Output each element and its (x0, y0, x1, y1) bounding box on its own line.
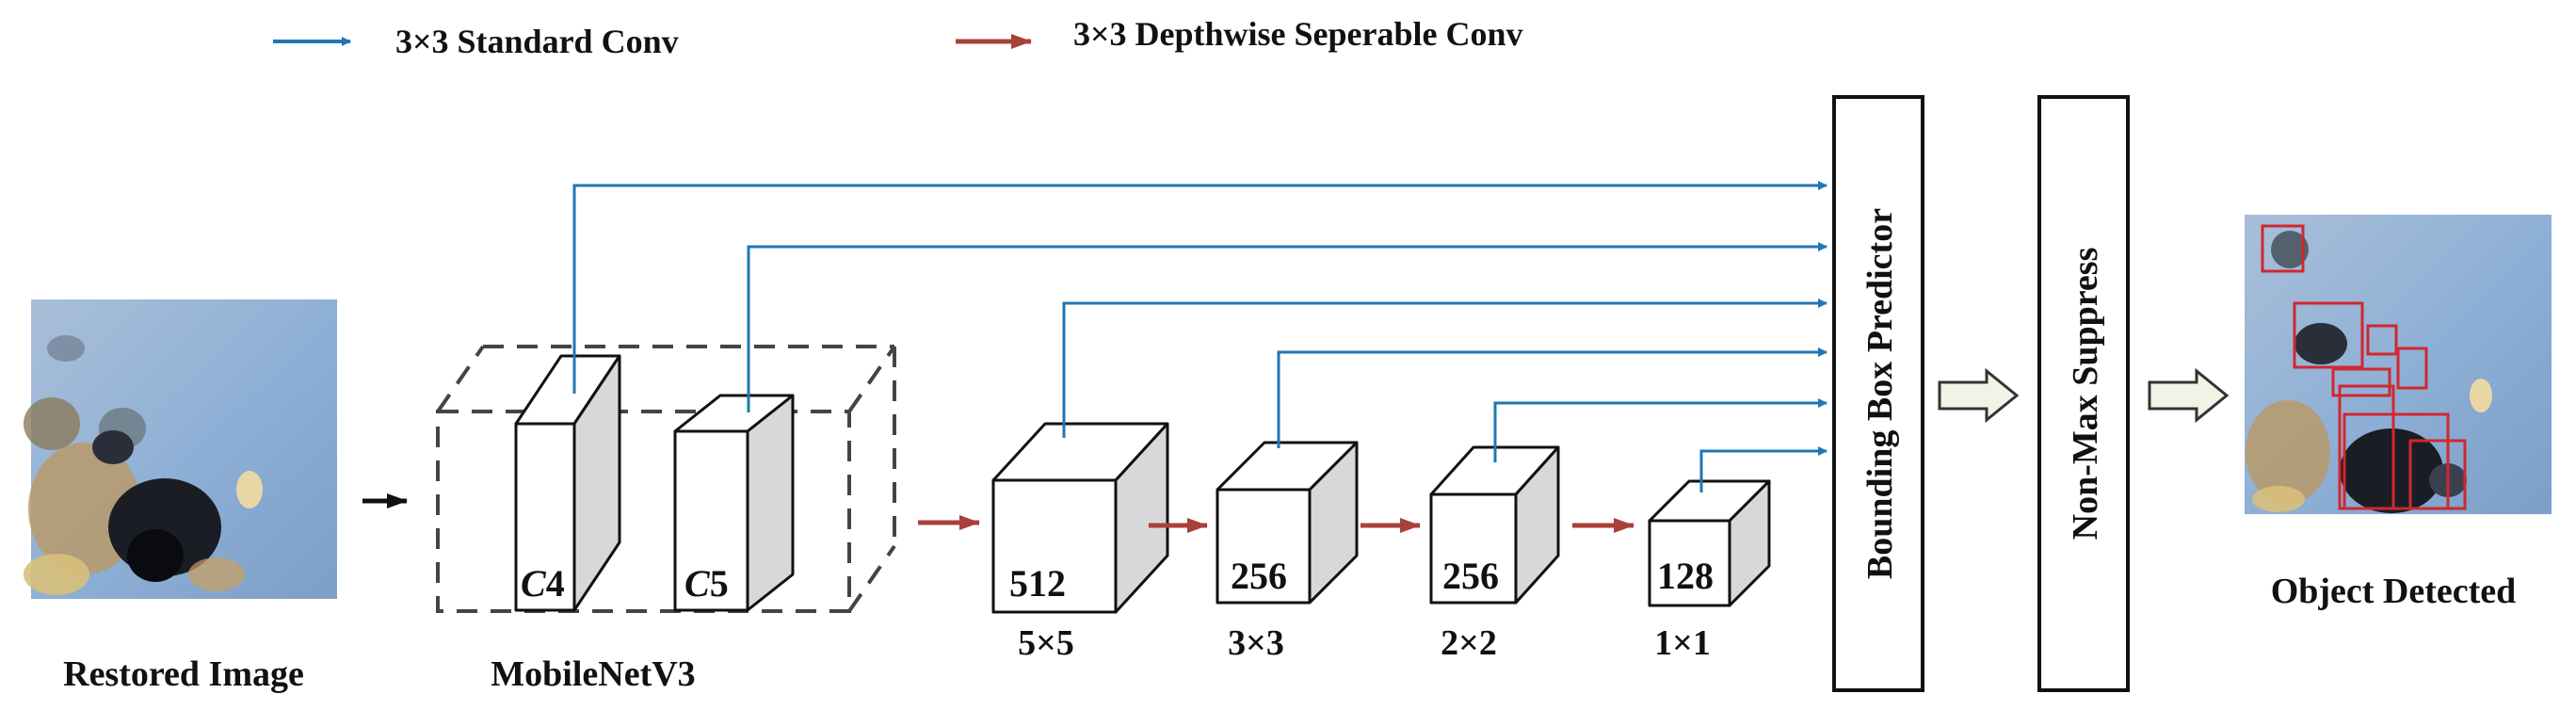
detection-box (2343, 412, 2450, 510)
skip-c4 (572, 181, 1827, 394)
legend: 3×3 Standard Conv 3×3 Depthwise Seperabl… (273, 15, 1523, 60)
fm-512-size: 5×5 (1018, 623, 1074, 663)
predictor-box (1832, 95, 1924, 692)
mobilenet-frame (436, 345, 896, 613)
fm-256b-cube (1429, 445, 1560, 605)
skip-512 (1062, 299, 1827, 438)
fm-128-cube (1648, 479, 1771, 607)
detection-boxes (2261, 224, 2467, 510)
restored-image (24, 299, 337, 599)
detection-box (2261, 224, 2305, 273)
nms-label: Non-Max Suppress (2066, 248, 2105, 541)
detection-box (2408, 439, 2467, 510)
detection-box (2331, 367, 2391, 397)
nms-to-output-arrow (2148, 367, 2230, 424)
fm-256a-cube (1216, 441, 1359, 605)
output-label: Object Detected (2271, 572, 2517, 611)
skip-256a (1277, 347, 1827, 448)
fm-256b-size: 2×2 (1441, 623, 1497, 663)
predictor-to-nms-arrow (1938, 367, 2020, 424)
standard-conv-arrows (572, 181, 1827, 492)
fm-512-cube (991, 422, 1169, 614)
detection-box (2293, 301, 2364, 369)
c5-cube (673, 394, 795, 612)
backbone-label: MobileNetV3 (491, 654, 695, 694)
skip-c5 (747, 242, 1827, 412)
feature-cubes (514, 354, 1771, 614)
fm-128-size: 1×1 (1654, 623, 1711, 663)
c4-cube (514, 354, 621, 612)
depthwise-arrows (918, 515, 1634, 533)
fm-256a-channels: 256 (1231, 555, 1287, 597)
detection-box (2396, 347, 2428, 390)
legend-depthwise-label: 3×3 Depthwise Seperable Conv (1073, 15, 1523, 53)
fm-256a-size: 3×3 (1228, 623, 1284, 663)
detection-box (2366, 324, 2398, 356)
skip-128 (1699, 446, 1827, 492)
fm-512-channels: 512 (1009, 562, 1066, 605)
skip-256b (1493, 398, 1827, 462)
input-label: Restored Image (63, 654, 304, 694)
c5-label: C5 (684, 562, 729, 605)
fm-128-channels: 128 (1657, 555, 1714, 597)
c4-label: C4 (521, 562, 565, 605)
fm-256b-channels: 256 (1442, 555, 1499, 597)
predictor-label: Bounding Box Predictor (1860, 208, 1900, 579)
legend-standard-label: 3×3 Standard Conv (395, 23, 679, 60)
nms-box (2037, 95, 2130, 692)
